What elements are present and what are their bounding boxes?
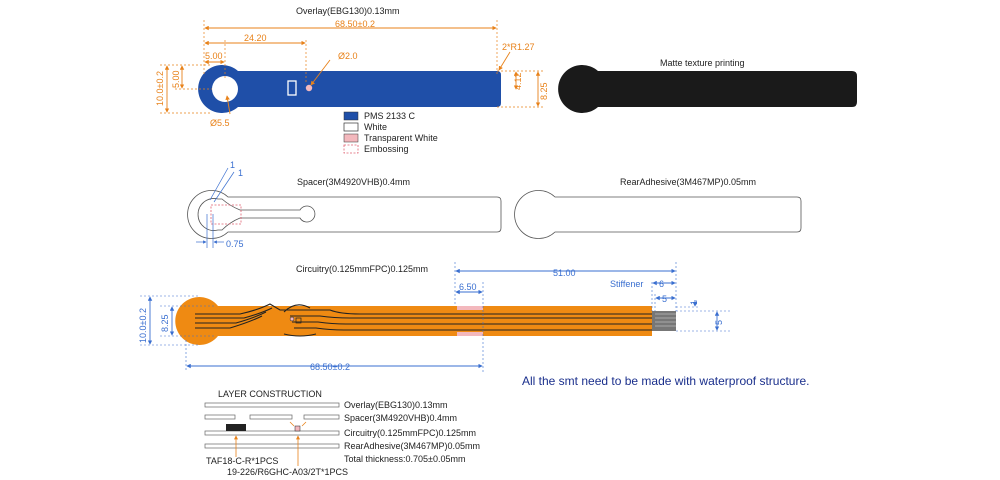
circuit-traces — [195, 303, 652, 337]
dim-circuit-tail: 51.00 — [553, 268, 576, 278]
layer-item-circuitry: Circuitry(0.125mmFPC)0.125mm — [344, 428, 476, 438]
dim-overlay-circle-diameter: Ø5.5 — [210, 118, 230, 128]
spacer-pink-pad — [210, 204, 242, 225]
dim-overlay-circle-center: 5.00 — [205, 51, 223, 61]
overlay-shape — [198, 65, 502, 113]
waterproof-note: All the smt need to be made with waterpr… — [522, 374, 809, 388]
dim-circuit-right-height: 5 — [714, 320, 724, 325]
layer-item-total: Total thickness:0.705±0.05mm — [344, 454, 466, 464]
dim-circuit-height-outer: 10.0±0.2 — [138, 308, 148, 343]
dim-overlay-tail-height: 8.25 — [539, 82, 549, 100]
overlay-legend: PMS 2133 C White Transparent White Embos… — [343, 111, 438, 154]
dim-overlay-total: 68.50±0.2 — [335, 19, 375, 29]
overlay-hole — [305, 84, 313, 92]
layer-construction: LAYER CONSTRUCTION Overlay(EBG130)0.13mm… — [204, 389, 480, 477]
dim-overlay-corner: 2*R1.27 — [502, 42, 535, 52]
dim-overlay-window: 24.20 — [244, 33, 267, 43]
layer-item-spacer: Spacer(3M4920VHB)0.4mm — [344, 413, 457, 423]
dim-circuit-pink: 6.50 — [459, 282, 477, 292]
legend-swatch-transparent-white — [343, 133, 359, 143]
layer-item-rear: RearAdhesive(3M467MP)0.05mm — [344, 441, 480, 451]
layer-item-overlay: Overlay(EBG130)0.13mm — [344, 400, 448, 410]
matte-drawing: Matte texture printing — [558, 58, 857, 113]
layer-component-1: TAF18-C-R*1PCS — [206, 456, 278, 466]
dim-spacer-tiny-a: 1 — [230, 160, 235, 170]
spacer-drawing: Spacer(3M4920VHB)0.4mm 0.75 1 1 — [187, 160, 502, 249]
rear-outline — [514, 190, 802, 239]
matte-title: Matte texture printing — [660, 58, 745, 68]
legend-swatch-pms — [343, 111, 359, 121]
dim-circuit-right-small: 1 — [689, 300, 699, 305]
rear-title: RearAdhesive(3M467MP)0.05mm — [620, 177, 756, 187]
dim-circuit-height-inner: 8.25 — [160, 314, 170, 332]
legend-label-embossing: Embossing — [364, 144, 409, 154]
legend-swatch-embossing — [343, 144, 359, 154]
spacer-title: Spacer(3M4920VHB)0.4mm — [297, 177, 410, 187]
legend-label-pms: PMS 2133 C — [364, 111, 416, 121]
dim-circuit-total: 68.50±0.2 — [310, 362, 350, 372]
overlay-drawing: Overlay(EBG130)0.13mm — [155, 6, 549, 128]
legend-label-white: White — [364, 122, 387, 132]
legend-label-transparent-white: Transparent White — [364, 133, 438, 143]
circuit-pink-bottom — [457, 332, 483, 336]
circuitry-title: Circuitry(0.125mmFPC)0.125mm — [296, 264, 428, 274]
dim-circuit-stiffener-len: 6 — [659, 279, 664, 289]
dim-circuit-pad-len: 5 — [662, 294, 667, 304]
overlay-title: Overlay(EBG130)0.13mm — [296, 6, 400, 16]
dim-circuit-stiffener-label: Stiffener — [610, 279, 643, 289]
matte-shape — [558, 65, 857, 113]
overlay-window — [287, 80, 297, 96]
dim-spacer-tiny-b: 1 — [238, 168, 243, 178]
layer-component-block — [226, 424, 246, 431]
legend-swatch-white — [343, 122, 359, 132]
spacer-cutout — [197, 198, 316, 231]
overlay-white-circle — [212, 76, 238, 102]
dim-overlay-hole: Ø2.0 — [338, 51, 358, 61]
layer-title: LAYER CONSTRUCTION — [218, 389, 322, 399]
circuit-pink-top — [457, 306, 483, 310]
dim-overlay-half-height: 5.00 — [171, 70, 181, 88]
circuit-board-shape — [175, 297, 653, 345]
dim-spacer-gap: 0.75 — [226, 239, 244, 249]
circuitry-drawing: Circuitry(0.125mmFPC)0.125mm — [138, 262, 730, 372]
layer-component-2: 19-226/R6GHC-A03/2T*1PCS — [227, 467, 348, 477]
rear-drawing: RearAdhesive(3M467MP)0.05mm — [514, 177, 802, 239]
spacer-outline — [187, 190, 502, 239]
dim-overlay-height: 10.0±0.2 — [155, 71, 165, 106]
dim-overlay-tail-small: 4.12 — [513, 72, 523, 90]
